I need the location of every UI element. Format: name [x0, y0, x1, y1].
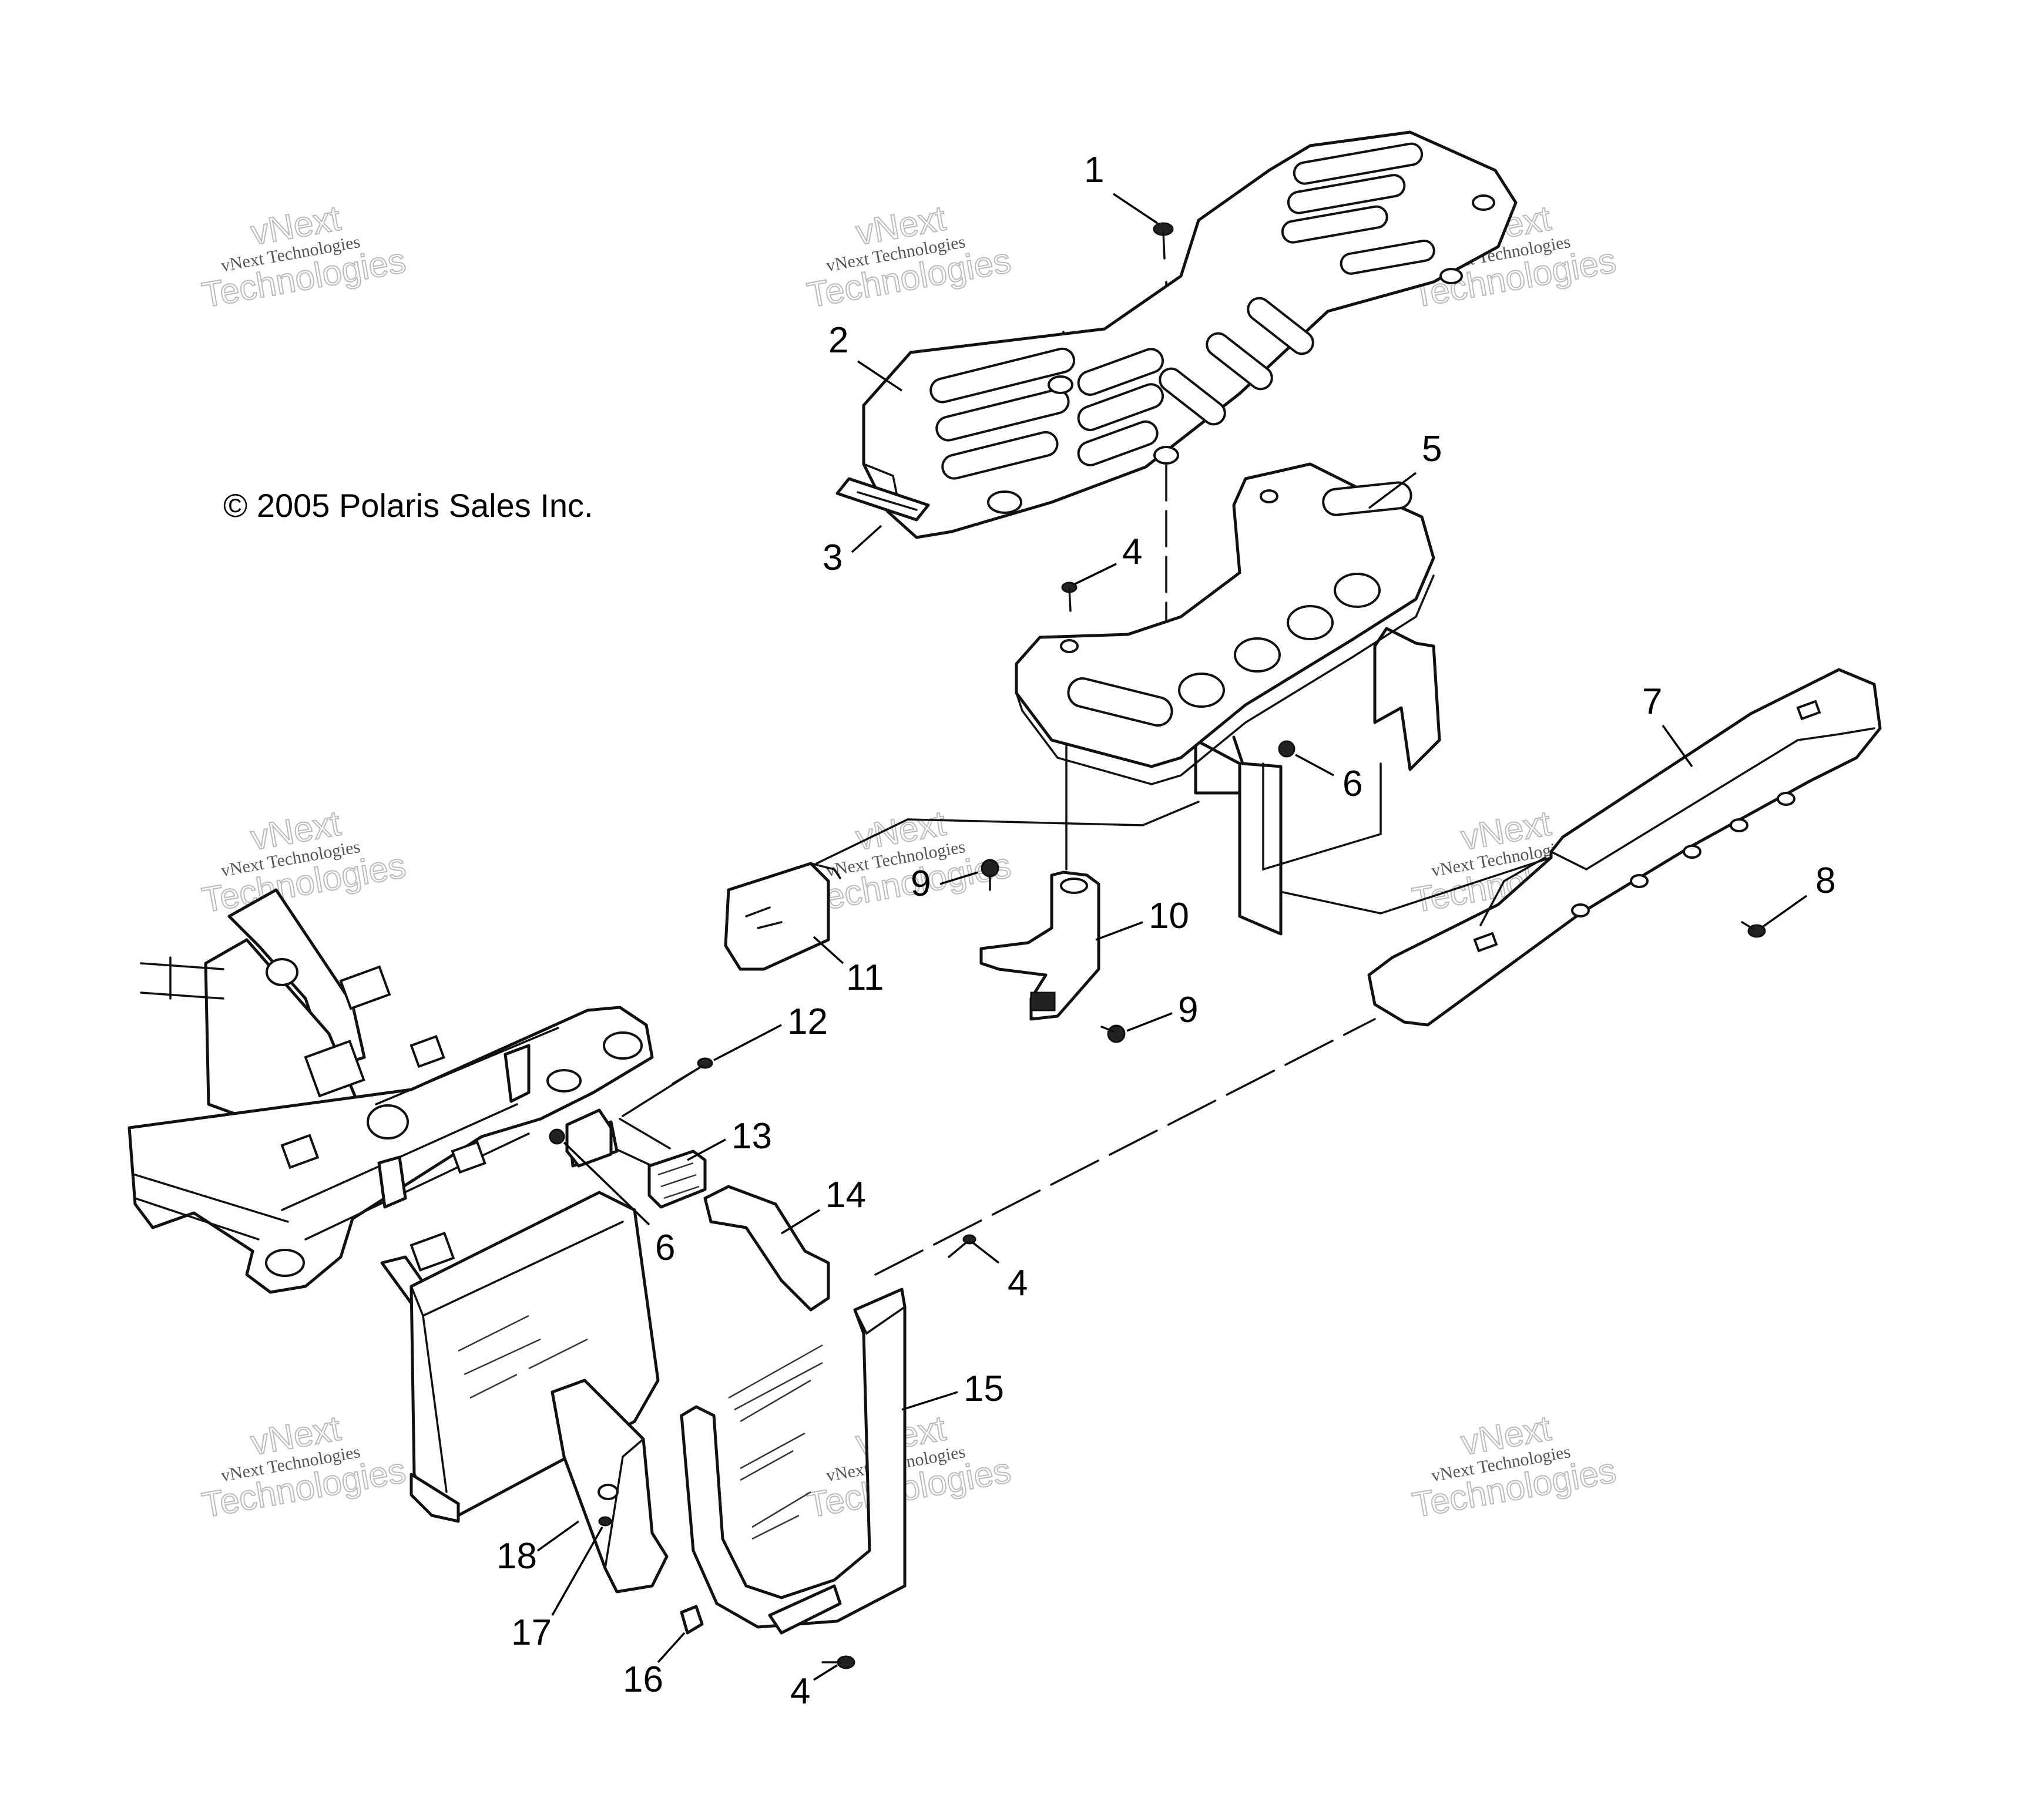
copyright-text: © 2005 Polaris Sales Inc.	[223, 487, 593, 524]
part-10-bracket	[979, 870, 1100, 1021]
callout-11: 11	[846, 957, 884, 998]
part-11-tail-light	[724, 862, 841, 971]
callout-13: 13	[731, 1116, 772, 1157]
watermark: vNext vNext Technologies Technologies	[199, 198, 410, 316]
callout-4-upper: 4	[1122, 532, 1142, 572]
callout-3: 3	[823, 537, 843, 578]
part-13-block	[647, 1149, 707, 1209]
callout-18: 18	[496, 1536, 537, 1577]
part-4-screw-upper	[1061, 582, 1078, 612]
assembly-line	[815, 801, 1200, 865]
watermark: vNext vNext Technologies Technologies	[1409, 1408, 1620, 1526]
callouts: 1 2 3 4 5 6 7 8 9 10 9 11 12 13 14 6 4	[496, 150, 1835, 1712]
part-6-nut-lower	[549, 1128, 565, 1145]
part-6-nut-upper	[1278, 740, 1295, 758]
assembly-line	[619, 1118, 671, 1149]
part-17-screw	[598, 1516, 612, 1527]
callout-7: 7	[1642, 681, 1662, 722]
callout-17: 17	[511, 1612, 552, 1653]
part-18-side-panel	[551, 1379, 669, 1594]
rack-slots	[929, 142, 1495, 514]
frame	[127, 888, 654, 1329]
part-1-screw	[1153, 222, 1174, 260]
callout-12: 12	[787, 1001, 828, 1042]
callout-6-lower: 6	[655, 1228, 675, 1268]
part-14-channel	[703, 1185, 830, 1312]
part-7-bumper	[1367, 668, 1882, 1027]
callout-16: 16	[623, 1659, 663, 1700]
callout-14: 14	[825, 1175, 866, 1215]
part-4-screw-lower	[821, 1655, 855, 1669]
part-3-reflector	[835, 477, 930, 522]
callout-6-upper: 6	[1342, 764, 1362, 804]
part-16-clip	[680, 1605, 704, 1635]
rack-holes	[1060, 481, 1412, 727]
watermark: vNext vNext Technologies Technologies	[199, 803, 410, 921]
callout-1: 1	[1084, 150, 1104, 190]
callout-5: 5	[1422, 429, 1442, 469]
watermark: vNext vNext Technologies Technologies	[804, 198, 1015, 316]
assembly-line	[1271, 851, 1570, 915]
callout-15: 15	[964, 1369, 1004, 1409]
part-2-rack-top	[862, 130, 1518, 539]
callout-8: 8	[1815, 861, 1835, 901]
callout-10: 10	[1149, 896, 1189, 936]
part-9-bolt-lower	[1100, 1024, 1126, 1043]
callout-4-mid: 4	[1008, 1263, 1028, 1303]
callout-2: 2	[828, 320, 848, 361]
part-9-bolt-upper	[981, 859, 999, 891]
part-4-screw-mid	[948, 1234, 976, 1258]
part-12-bolt	[672, 1057, 713, 1085]
part-8-bolt	[1741, 921, 1766, 938]
frame-bushings	[565, 1108, 613, 1168]
callout-4-lower: 4	[790, 1671, 810, 1712]
callout-9-upper: 9	[911, 863, 931, 904]
watermark: vNext vNext Technologies Technologies	[199, 1408, 410, 1526]
part-5-rack-lower	[1015, 462, 1441, 936]
part-15-guard	[680, 1288, 907, 1635]
assembly-line	[874, 1018, 1376, 1276]
callout-9-lower: 9	[1178, 990, 1198, 1030]
